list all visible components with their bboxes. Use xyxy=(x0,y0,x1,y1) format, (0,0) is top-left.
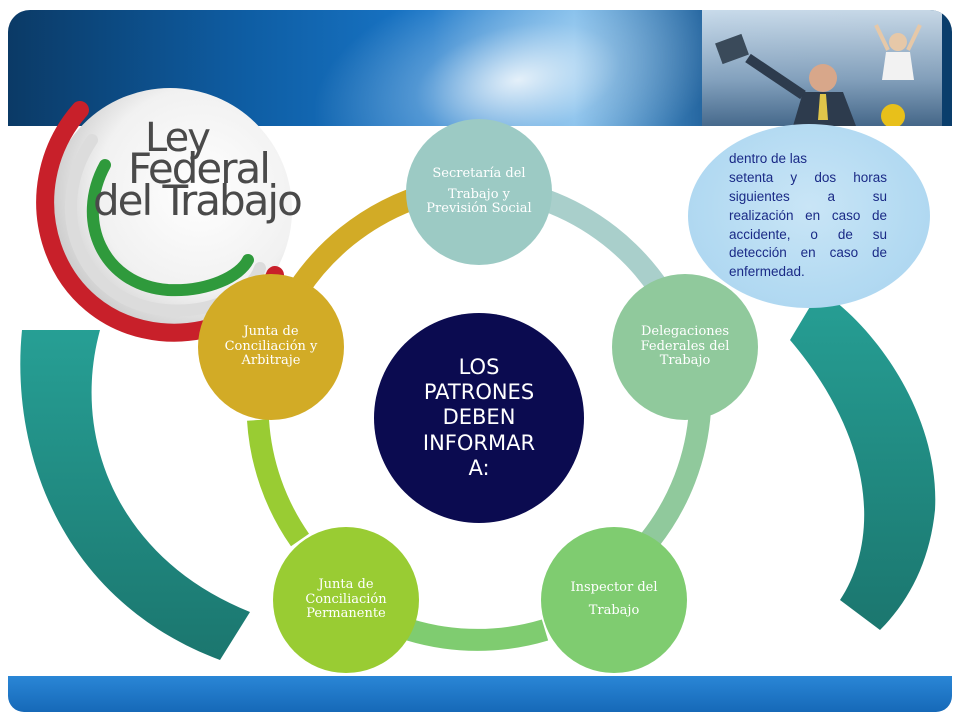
center-line-5: A: xyxy=(468,455,490,480)
node-bottom-left-line-1: Junta de Conciliación Permanente xyxy=(305,576,387,622)
note-bubble xyxy=(688,124,930,308)
businessman-figure xyxy=(715,24,922,126)
node-right-line-1: Delegaciones Federales del Trabajo xyxy=(640,323,730,369)
note-line-2: setenta y dos horas siguientes a su real… xyxy=(729,169,887,280)
ring-segment-bottom xyxy=(406,619,549,651)
ring-segment-top-left xyxy=(288,189,415,297)
logo-line-federal: Federal xyxy=(128,144,271,193)
note-line-1: dentro de las xyxy=(729,151,808,166)
node-bottom-right-line-1: Inspector del xyxy=(570,580,658,596)
right-teal-arc xyxy=(790,290,936,630)
center-line-3: DEBEN xyxy=(442,405,516,430)
center-line-4: INFORMAR xyxy=(422,430,536,455)
center-line-2: PATRONES xyxy=(423,380,535,405)
note-text: dentro de las setenta y dos horas siguie… xyxy=(729,150,887,282)
node-top-line-2: Trabajo y Previsión Social xyxy=(426,186,532,217)
left-teal-arc xyxy=(20,330,251,660)
logo-line-del-trabajo: del Trabajo xyxy=(93,176,303,225)
node-secretaria-trabajo: Secretaría del Trabajo y Previsión Socia… xyxy=(406,119,552,265)
ring-segment-right xyxy=(641,409,711,547)
ring-segment-top-right xyxy=(541,189,670,297)
node-junta-arbitraje: Junta de Conciliación y Arbitraje xyxy=(198,274,344,420)
node-top-line-1: Secretaría del xyxy=(432,165,526,181)
footer-bar xyxy=(8,676,952,712)
ring-segment-left xyxy=(247,419,310,547)
logo-line-ley: Ley xyxy=(145,115,211,161)
node-bottom-right-line-2: Trabajo xyxy=(588,603,640,618)
center-line-1: LOS xyxy=(458,355,500,380)
node-inspector-trabajo: Inspector del Trabajo xyxy=(541,527,687,673)
node-left-line-1: Junta de Conciliación y Arbitraje xyxy=(224,323,318,369)
node-junta-permanente: Junta de Conciliación Permanente xyxy=(273,527,419,673)
center-circle: LOS PATRONES DEBEN INFORMAR A: xyxy=(374,313,584,523)
node-delegaciones-federales: Delegaciones Federales del Trabajo xyxy=(612,274,758,420)
